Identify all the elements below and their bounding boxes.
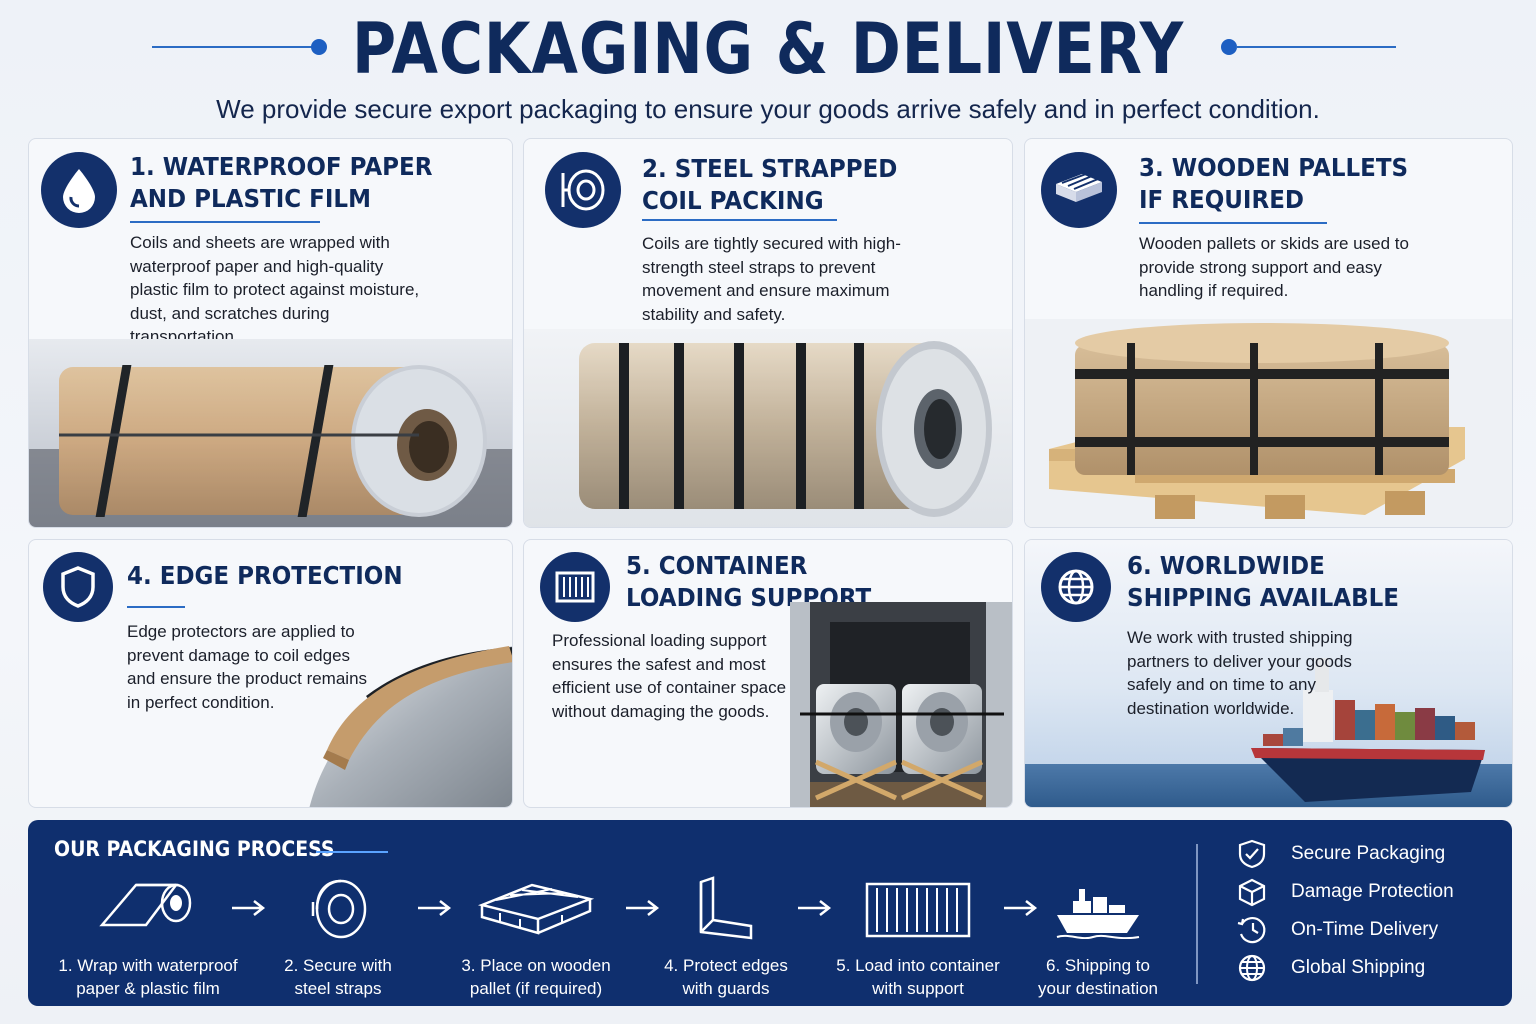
box-icon: [1234, 877, 1270, 907]
page-title: PACKAGING & DELIVERY: [351, 8, 1185, 90]
process-divider: [1196, 844, 1198, 984]
arrow-right-icon: [232, 900, 266, 916]
clock-icon: [1234, 915, 1270, 945]
card-edge-protection: 4. EDGE PROTECTION Edge protectors are a…: [28, 539, 513, 808]
title-decoration-line-right: [1236, 46, 1396, 48]
ship-icon: [998, 870, 1198, 948]
card-description: Wooden pallets or skids are used to prov…: [1139, 234, 1409, 300]
arrow-right-icon: [626, 900, 660, 916]
page-subtitle: We provide secure export packaging to en…: [216, 94, 1320, 124]
header: PACKAGING & DELIVERY We provide secure e…: [0, 0, 1536, 132]
edge-protector-photo: [309, 646, 512, 807]
coil-icon: [238, 870, 438, 948]
container-icon: [818, 870, 1018, 948]
container-icon: [540, 552, 610, 622]
title-decoration-dot-right: [1221, 39, 1237, 55]
card-title: 4. EDGE PROTECTION: [127, 561, 403, 590]
film-roll-icon: [48, 870, 248, 948]
process-title-underline: [316, 851, 388, 853]
steel-coil-icon: [545, 152, 621, 228]
card-title-underline: [127, 606, 185, 608]
arrow-right-icon: [418, 900, 452, 916]
benefit-on-time-delivery: On-Time Delivery: [1234, 915, 1438, 945]
arrow-right-icon: [798, 900, 832, 916]
pallet-coil-photo: [1025, 319, 1512, 527]
title-decoration-line-left: [152, 46, 312, 48]
strapped-coil-photo: [524, 329, 1012, 527]
card-description: Coils are tightly secured with high-stre…: [642, 234, 901, 324]
card-description: Edge protectors are applied to prevent d…: [127, 622, 368, 712]
process-title: OUR PACKAGING PROCESS: [54, 837, 335, 861]
benefit-secure-packaging: Secure Packaging: [1234, 839, 1445, 869]
card-title-underline: [1139, 222, 1327, 224]
card-description: We work with trusted shipping partners t…: [1127, 628, 1353, 718]
globe-icon: [1234, 953, 1270, 983]
wrapped-coil-photo: [29, 339, 512, 527]
water-drop-icon: [41, 152, 117, 228]
shield-check-icon: [1234, 839, 1270, 869]
edge-guard-icon: [626, 870, 826, 948]
pallet-icon: [436, 870, 636, 948]
title-decoration-dot-left: [311, 39, 327, 55]
benefit-damage-protection: Damage Protection: [1234, 877, 1454, 907]
arrow-right-icon: [1004, 900, 1038, 916]
pallet-icon: [1041, 152, 1117, 228]
globe-icon: [1041, 552, 1111, 622]
card-title-underline: [130, 221, 320, 223]
card-title-underline: [642, 219, 837, 221]
benefit-global-shipping: Global Shipping: [1234, 953, 1425, 983]
card-description: Professional loading support ensures the…: [552, 631, 787, 721]
container-photo: [790, 602, 1012, 807]
card-description: Coils and sheets are wrapped with waterp…: [130, 233, 420, 346]
packaging-process-panel: OUR PACKAGING PROCESS 1. Wrap with water…: [28, 820, 1512, 1006]
shield-icon: [43, 552, 113, 622]
